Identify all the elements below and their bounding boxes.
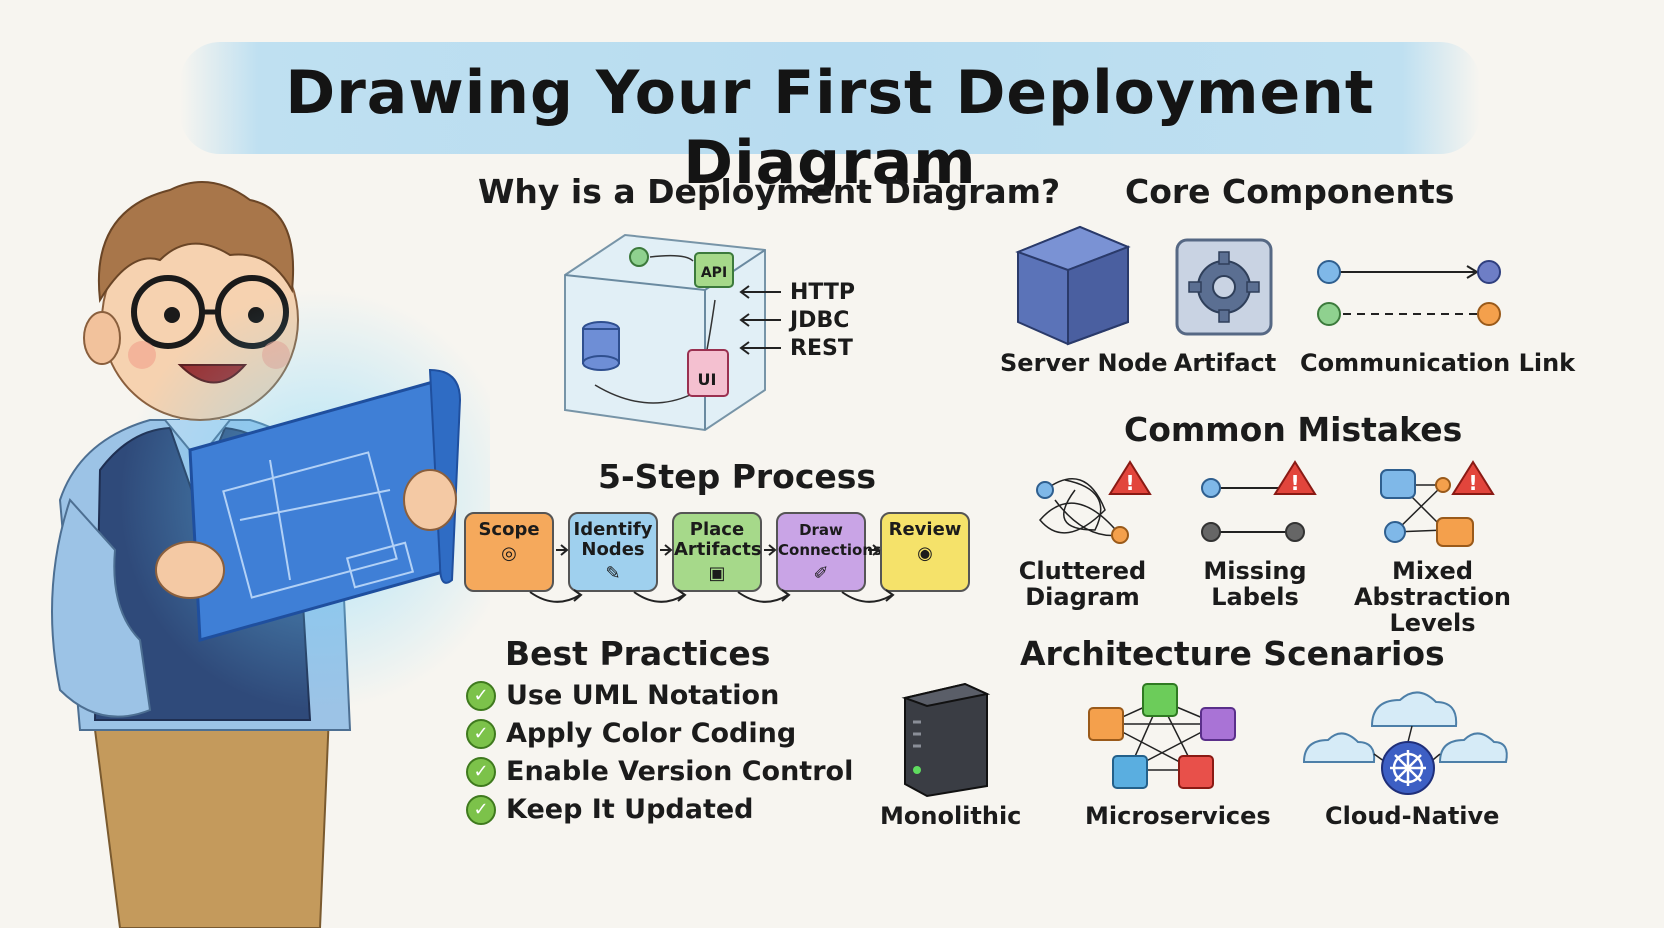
step-label: Review [888, 519, 962, 540]
protocol-rest: REST [790, 336, 853, 361]
document-icon: ✎ [605, 563, 621, 584]
missing-labels-icon: ! [1201, 460, 1317, 542]
arch-monolithic-label: Monolithic [880, 802, 1022, 830]
arch-microservices-label: Microservices [1085, 802, 1271, 830]
step-scope: Scope ◎ [464, 512, 554, 592]
page-title: Drawing Your First Deployment Diagram [285, 58, 1375, 198]
mistake-missing-labels-label: Missing Labels [1203, 557, 1307, 611]
check-icon: ✓ [466, 794, 496, 825]
arch-heading: Architecture Scenarios [1020, 634, 1445, 673]
protocol-jdbc: JDBC [790, 308, 850, 333]
best-item-label: Use UML Notation [506, 680, 780, 711]
node-cube-diagram: API UI [564, 233, 781, 432]
check-icon: ✓ [466, 756, 496, 787]
step-identify-nodes: Identify Nodes ✎ [568, 512, 658, 592]
artifact-gear-icon [1175, 238, 1273, 336]
why-heading: Why is a Deployment Diagram? [478, 172, 1061, 211]
database-icon [582, 321, 620, 371]
engineer-illustration [51, 181, 490, 928]
core-heading: Core Components [1125, 172, 1455, 211]
best-item: ✓ Use UML Notation [466, 680, 779, 711]
mistake-cluttered-label: Cluttered Diagram [1018, 557, 1147, 611]
monolithic-server-icon [901, 682, 991, 798]
core-server-node-label: Server Node [1000, 349, 1168, 377]
cluttered-diagram-icon: ! [1036, 460, 1152, 544]
communication-link-icon [1317, 260, 1501, 326]
best-item-label: Enable Version Control [506, 756, 854, 787]
svg-text:!: ! [1468, 471, 1477, 495]
step-place-artifacts: Place Artifacts ▣ [672, 512, 762, 592]
arch-cloud-native-label: Cloud-Native [1325, 802, 1500, 830]
best-item: ✓ Keep It Updated [466, 794, 754, 825]
process-heading: 5-Step Process [598, 457, 877, 496]
best-item-label: Apply Color Coding [506, 718, 797, 749]
target-icon: ◎ [501, 543, 517, 564]
ui-label: UI [698, 370, 717, 389]
server-node-icon [1015, 225, 1131, 346]
api-label: API [701, 265, 727, 281]
core-communication-link-label: Communication Link [1300, 349, 1576, 377]
mistakes-heading: Common Mistakes [1124, 410, 1463, 449]
step-review: Review ◉ [880, 512, 970, 592]
microservices-icon [1088, 683, 1236, 789]
step-label: Draw Connections [778, 521, 882, 559]
cloud-native-icon [1302, 691, 1508, 795]
check-icon: ✓ [466, 680, 496, 711]
core-artifact-label: Artifact [1173, 349, 1277, 377]
protocol-http: HTTP [790, 280, 856, 305]
review-icon: ◉ [917, 543, 933, 564]
title-banner [180, 42, 1480, 154]
svg-text:!: ! [1125, 471, 1134, 495]
pen-icon: ✐ [813, 563, 829, 584]
best-item: ✓ Enable Version Control [466, 756, 853, 787]
svg-text:!: ! [1290, 471, 1299, 495]
mistake-mixed-abstraction-label: Mixed Abstraction Levels [1353, 557, 1512, 637]
mixed-abstraction-icon: ! [1380, 460, 1495, 547]
box-icon: ▣ [708, 563, 726, 584]
step-label: Identify Nodes [573, 519, 653, 560]
step-label: Scope [478, 519, 540, 540]
check-icon: ✓ [466, 718, 496, 749]
best-item-label: Keep It Updated [506, 794, 754, 825]
best-heading: Best Practices [505, 634, 771, 673]
green-node-icon [629, 247, 649, 267]
step-label: Place Artifacts [674, 519, 762, 560]
process-arrows [529, 544, 895, 603]
best-item: ✓ Apply Color Coding [466, 718, 796, 749]
step-draw-connections: Draw Connections ✐ [776, 512, 882, 592]
